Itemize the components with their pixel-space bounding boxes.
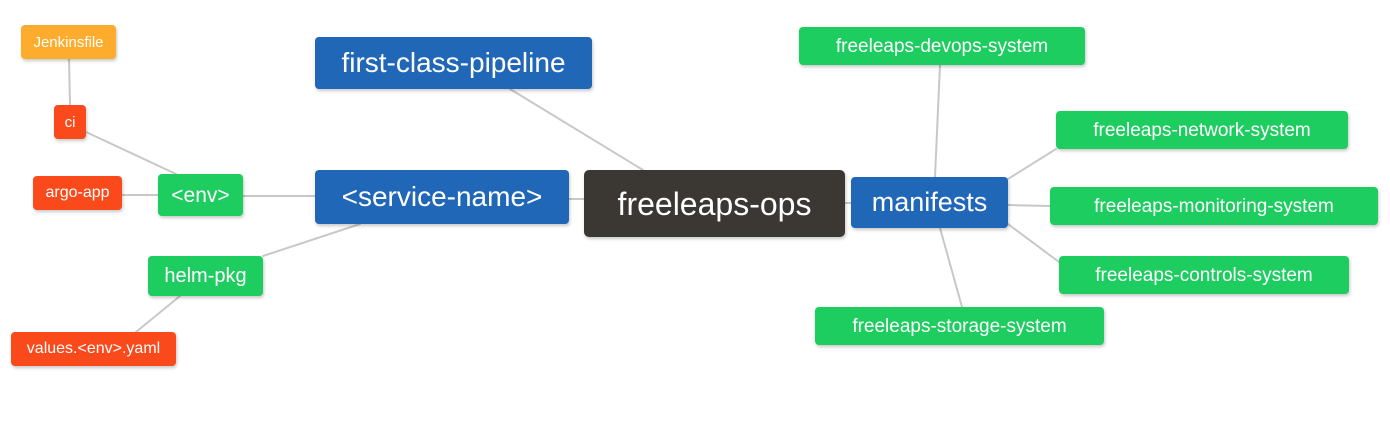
node-freeleaps-ops[interactable]: freeleaps-ops — [584, 170, 845, 237]
edge-e-ci-env — [85, 131, 177, 175]
edge-e-manifests-monitor — [1007, 204, 1051, 207]
node-service-name[interactable]: <service-name> — [315, 170, 569, 224]
edge-e-manifests-control — [1007, 223, 1060, 263]
node-ci[interactable]: ci — [54, 105, 86, 139]
node-jenkinsfile[interactable]: Jenkinsfile — [21, 25, 116, 59]
node-storage-system[interactable]: freeleaps-storage-system — [815, 307, 1104, 345]
node-helm-pkg[interactable]: helm-pkg — [148, 256, 263, 296]
node-controls-system[interactable]: freeleaps-controls-system — [1059, 256, 1349, 294]
edge-e-manifests-storage — [939, 227, 963, 308]
node-first-class-pipeline[interactable]: first-class-pipeline — [315, 37, 592, 89]
node-monitoring-system[interactable]: freeleaps-monitoring-system — [1050, 187, 1378, 225]
edge-e-jenkinsfile-ci — [68, 58, 71, 106]
node-values-yaml[interactable]: values.<env>.yaml — [11, 332, 176, 366]
edge-e-helm-service — [262, 223, 361, 257]
edge-e-manifests-network — [1007, 148, 1057, 180]
node-manifests[interactable]: manifests — [851, 177, 1008, 228]
node-argo-app[interactable]: argo-app — [33, 176, 122, 210]
edge-e-manifests-devops — [934, 64, 941, 178]
edge-e-values-helm — [135, 295, 181, 333]
edge-e-pipeline-ops — [509, 88, 644, 171]
node-network-system[interactable]: freeleaps-network-system — [1056, 111, 1348, 149]
node-env[interactable]: <env> — [158, 174, 243, 216]
node-devops-system[interactable]: freeleaps-devops-system — [799, 27, 1085, 65]
